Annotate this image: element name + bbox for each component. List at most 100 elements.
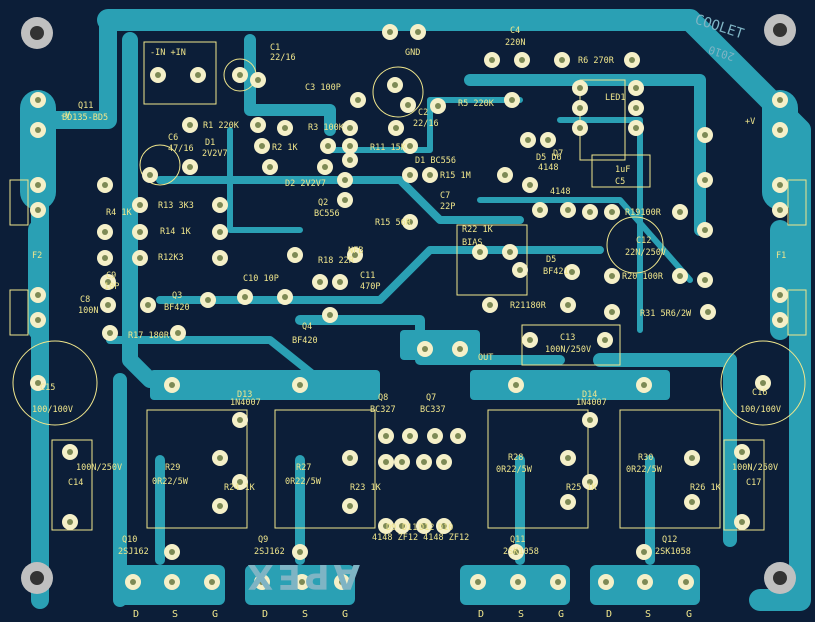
solder-pad bbox=[422, 167, 438, 183]
solder-pad bbox=[522, 332, 538, 348]
solder-pad bbox=[164, 377, 180, 393]
component-label-c11v: 470P bbox=[360, 282, 380, 292]
component-label-q11v: BD135-BD5 bbox=[62, 113, 108, 123]
solder-pad bbox=[294, 574, 310, 590]
solder-pad bbox=[350, 92, 366, 108]
solder-pad bbox=[554, 52, 570, 68]
solder-pad bbox=[382, 24, 398, 40]
solder-pad bbox=[342, 120, 358, 136]
solder-pad bbox=[560, 297, 576, 313]
solder-pad bbox=[482, 297, 498, 313]
solder-pad bbox=[560, 202, 576, 218]
solder-pad bbox=[100, 274, 116, 290]
solder-pad bbox=[30, 287, 46, 303]
component-label-f1: F1 bbox=[776, 251, 786, 261]
mounting-hole-bottom-right bbox=[764, 562, 796, 594]
component-label-c17v: 100N/250V bbox=[732, 463, 778, 473]
pin-label: G bbox=[342, 609, 348, 620]
pin-label: D bbox=[478, 609, 484, 620]
component-label-d1z: D1 bbox=[205, 138, 215, 148]
component-label-c5r: C5 bbox=[615, 177, 625, 187]
component-label-r28v: 0R22/5W bbox=[496, 465, 533, 475]
pin-label: D bbox=[262, 609, 268, 620]
component-label-r5: R5 220K bbox=[458, 99, 495, 109]
component-label-c4v: 220N bbox=[505, 38, 525, 48]
solder-pad bbox=[237, 289, 253, 305]
component-label-bias: BIAS bbox=[462, 238, 482, 248]
component-label-q4v: BF420 bbox=[292, 336, 318, 346]
solder-pad bbox=[277, 120, 293, 136]
component-label-c6v: 47/16 bbox=[168, 144, 194, 154]
solder-pad bbox=[452, 341, 468, 357]
component-label-c15: C15 bbox=[40, 383, 55, 393]
component-label-q12: Q12 bbox=[662, 535, 677, 545]
component-label-q11b: Q11 bbox=[510, 535, 525, 545]
solder-pad bbox=[504, 92, 520, 108]
component-label-c16v: 100/100V bbox=[740, 405, 781, 415]
solder-pad bbox=[772, 92, 788, 108]
component-label-r27: R27 bbox=[296, 463, 311, 473]
solder-pad bbox=[497, 167, 513, 183]
component-label-r21: R21180R bbox=[510, 301, 547, 311]
solder-pad bbox=[572, 80, 588, 96]
solder-pad bbox=[62, 514, 78, 530]
component-label-q4: Q4 bbox=[302, 322, 312, 332]
component-label-d13v: 1N4007 bbox=[230, 398, 261, 408]
component-label-c17: C17 bbox=[746, 478, 761, 488]
component-label-c12v: 22N/250V bbox=[625, 248, 666, 258]
component-label-r18: R18 22R bbox=[318, 256, 355, 266]
solder-pad bbox=[678, 574, 694, 590]
solder-pad bbox=[250, 72, 266, 88]
solder-pad bbox=[636, 377, 652, 393]
solder-pad bbox=[628, 100, 644, 116]
solder-pad bbox=[132, 197, 148, 213]
component-label-r30: R30 bbox=[638, 453, 653, 463]
solder-pad bbox=[30, 312, 46, 328]
component-label-d11: D11 bbox=[402, 523, 417, 533]
solder-pad bbox=[30, 177, 46, 193]
solder-pad bbox=[684, 494, 700, 510]
solder-pad bbox=[140, 297, 156, 313]
component-label-d10: D10 bbox=[438, 523, 453, 533]
solder-pad bbox=[342, 498, 358, 514]
component-label-c8: C8 bbox=[80, 295, 90, 305]
solder-pad bbox=[582, 204, 598, 220]
solder-pad bbox=[510, 574, 526, 590]
component-label-d1: D1 BC556 bbox=[415, 156, 456, 166]
solder-pad bbox=[402, 428, 418, 444]
solder-pad bbox=[125, 574, 141, 590]
solder-pad bbox=[164, 574, 180, 590]
component-label-r2: R2 1K bbox=[272, 143, 298, 153]
pads-layer bbox=[30, 24, 788, 590]
component-label-dv: 4148 ZF12 4148 ZF12 bbox=[372, 533, 469, 543]
component-label-q7v: BC337 bbox=[420, 405, 446, 415]
solder-pad bbox=[142, 167, 158, 183]
component-label-d13: D13 bbox=[237, 390, 252, 400]
solder-pad bbox=[637, 574, 653, 590]
component-label-r12: R12K3 bbox=[158, 253, 184, 263]
component-label-q12v: 2SK1058 bbox=[655, 547, 691, 557]
component-label-c10: C10 10P bbox=[243, 274, 279, 284]
solder-pad bbox=[684, 450, 700, 466]
solder-pad bbox=[204, 574, 220, 590]
component-label-q8: Q8 bbox=[378, 393, 388, 403]
component-label-c13v: 100N/250V bbox=[545, 345, 591, 355]
solder-pad bbox=[212, 250, 228, 266]
solder-pad bbox=[347, 247, 363, 263]
solder-pad bbox=[388, 120, 404, 136]
component-label-q2v: BC556 bbox=[314, 209, 340, 219]
component-label-c9v: 10P bbox=[104, 282, 119, 292]
component-label-r28: R28 bbox=[508, 453, 523, 463]
solder-pad bbox=[132, 224, 148, 240]
solder-pad bbox=[182, 117, 198, 133]
solder-pad bbox=[484, 52, 500, 68]
solder-pad bbox=[572, 100, 588, 116]
solder-pad bbox=[508, 544, 524, 560]
solder-pad bbox=[598, 574, 614, 590]
pin-label: D bbox=[606, 609, 612, 620]
component-label-q10v: 2SJ162 bbox=[118, 547, 149, 557]
component-label-r6: R6 270R bbox=[578, 56, 615, 66]
solder-pad bbox=[232, 474, 248, 490]
component-label-c15v: 100/100V bbox=[32, 405, 73, 415]
solder-pad bbox=[436, 454, 452, 470]
